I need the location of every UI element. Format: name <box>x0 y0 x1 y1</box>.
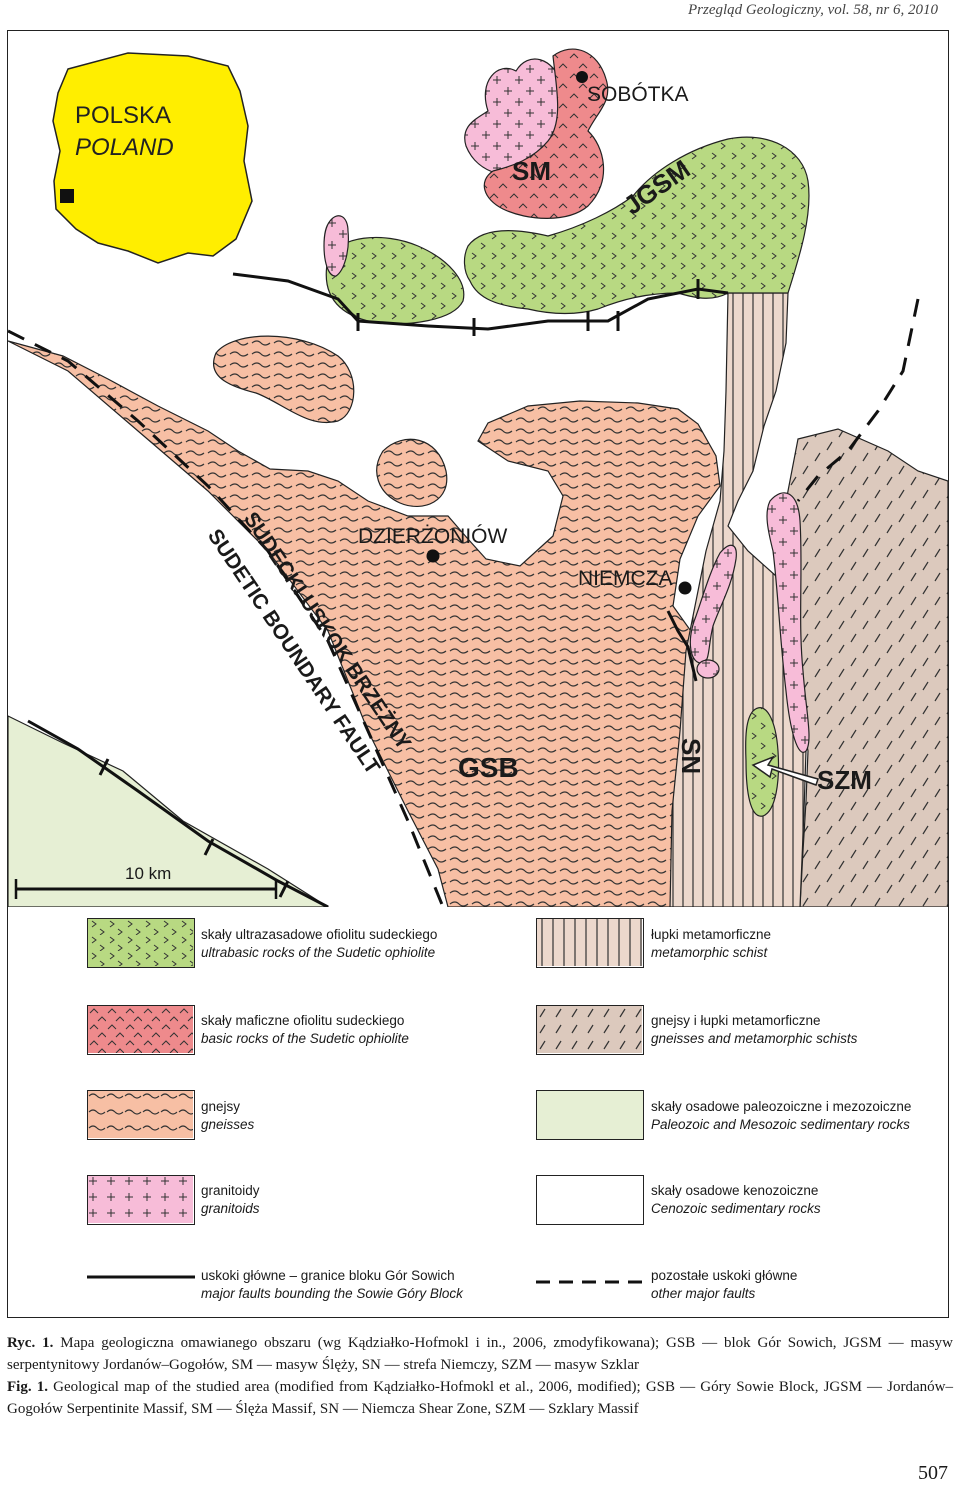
caption-polish-text: Mapa geologiczna omawianego obszaru (wg … <box>7 1335 954 1373</box>
legend-label-mafic-en: basic rocks of the Sudetic ophiolite <box>201 1031 409 1046</box>
unit-label-szm: SZM <box>817 765 872 795</box>
legend-swatch-metamorphic-schist <box>536 918 644 968</box>
legend-symbol-major-fault <box>87 1275 195 1279</box>
major-fault-niemcza <box>666 610 698 682</box>
legend-label-paleozoic-en: Paleozoic and Mesozoic sedimentary rocks <box>651 1117 910 1132</box>
unit-label-gsb: GSB <box>458 752 519 783</box>
szm-arrow <box>751 755 819 786</box>
scale-label: 10 km <box>125 864 172 883</box>
gneiss-island-small <box>376 438 448 507</box>
inset-label-en: POLAND <box>75 134 174 161</box>
page-number: 507 <box>918 1462 948 1484</box>
legend-label-cenozoic-en: Cenozoic sedimentary rocks <box>651 1201 821 1216</box>
legend-label-cenozoic-pl: skały osadowe kenozoiczne <box>651 1183 819 1198</box>
legend-label-paleozoic-pl: skały osadowe paleozoiczne i mezozoiczne <box>651 1099 912 1114</box>
legend-label-ultrabasic-pl: skały ultrazasadowe ofiolitu sudeckiego <box>201 927 438 942</box>
major-fault-north-ticks <box>356 279 700 336</box>
mafic-sm-massif <box>483 48 609 219</box>
legend-label-other-fault-pl: pozostałe uskoki główne <box>651 1268 798 1283</box>
legend-label-gneiss-schist-pl: gnejsy i łupki metamorficzne <box>651 1013 821 1028</box>
caption-polish: Ryc. 1. Mapa geologiczna omawianego obsz… <box>7 1332 953 1376</box>
inset-poland-shape <box>52 52 253 264</box>
legend-swatch-gneiss <box>87 1090 195 1140</box>
legend-swatch-gneiss-schist <box>536 1005 644 1055</box>
legend-label-gneiss-schist-en: gneisses and metamorphic schists <box>651 1031 858 1046</box>
caption-polish-label: Ryc. 1. <box>7 1335 54 1351</box>
granitoid-lens-small <box>696 659 720 679</box>
other-fault-east <box>796 298 920 502</box>
legend-label-major-fault-en: major faults bounding the Sowie Góry Blo… <box>201 1286 463 1301</box>
caption-english: Fig. 1. Geological map of the studied ar… <box>7 1376 953 1420</box>
sobotka-marker <box>576 71 588 83</box>
legend-label-ultrabasic-en: ultrabasic rocks of the Sudetic ophiolit… <box>201 945 436 960</box>
gneiss-island-north <box>213 335 355 424</box>
legend-label-schist-pl: łupki metamorficzne <box>651 927 772 942</box>
inset-location-marker <box>60 189 74 203</box>
legend-label-other-fault-en: other major faults <box>651 1286 756 1301</box>
caption-english-label: Fig. 1. <box>7 1379 48 1395</box>
caption-english-text: Geological map of the studied area (modi… <box>7 1379 954 1417</box>
legend-swatch-mafic <box>87 1005 195 1055</box>
legend-label-granitoid-pl: granitoidy <box>201 1183 260 1198</box>
legend-swatch-cenozoic-sediments <box>536 1175 644 1225</box>
granitoid-small-northwest <box>323 215 349 277</box>
legend-label-major-fault-pl: uskoki główne – granice bloku Gór Sowich <box>201 1268 455 1283</box>
granitoid-strip-west <box>689 544 737 664</box>
major-fault-sudetic-ticks <box>98 758 290 898</box>
legend-label-mafic-pl: skały maficzne ofiolitu sudeckiego <box>201 1013 405 1028</box>
unit-label-sn: SN <box>676 738 706 775</box>
legend-swatch-ultrabasic <box>87 918 195 968</box>
sobotka-label: SOBÓTKA <box>587 83 689 106</box>
granitoid-strip-east <box>766 492 810 753</box>
inset-label-pl: POLSKA <box>75 102 172 129</box>
map-frame <box>7 30 949 1318</box>
niemcza-marker <box>678 581 692 595</box>
gneiss-gsb-area <box>8 340 721 907</box>
legend-swatch-granitoid <box>87 1175 195 1225</box>
geological-map <box>8 48 948 907</box>
major-fault-north <box>232 272 729 331</box>
unit-label-sm: SM <box>512 156 551 186</box>
journal-header: Przegląd Geologiczny, vol. 58, nr 6, 201… <box>688 2 938 18</box>
other-fault-sudetic-boundary <box>8 329 445 907</box>
dzierzoniow-label: DZIERŻONIÓW <box>358 525 508 548</box>
legend-symbol-other-fault <box>536 1280 644 1284</box>
ultrabasic-jgsm-main <box>463 136 810 315</box>
niemcza-label: NIEMCZA <box>578 567 673 590</box>
dzierzoniow-marker <box>426 549 440 563</box>
legend-label-gneiss-pl: gnejsy <box>201 1099 241 1114</box>
legend-label-gneiss-en: gneisses <box>201 1117 255 1132</box>
legend-swatch-paleozoic-sediments <box>536 1090 644 1140</box>
legend-label-schist-en: metamorphic schist <box>651 945 768 960</box>
legend-label-granitoid-en: granitoids <box>201 1201 260 1216</box>
